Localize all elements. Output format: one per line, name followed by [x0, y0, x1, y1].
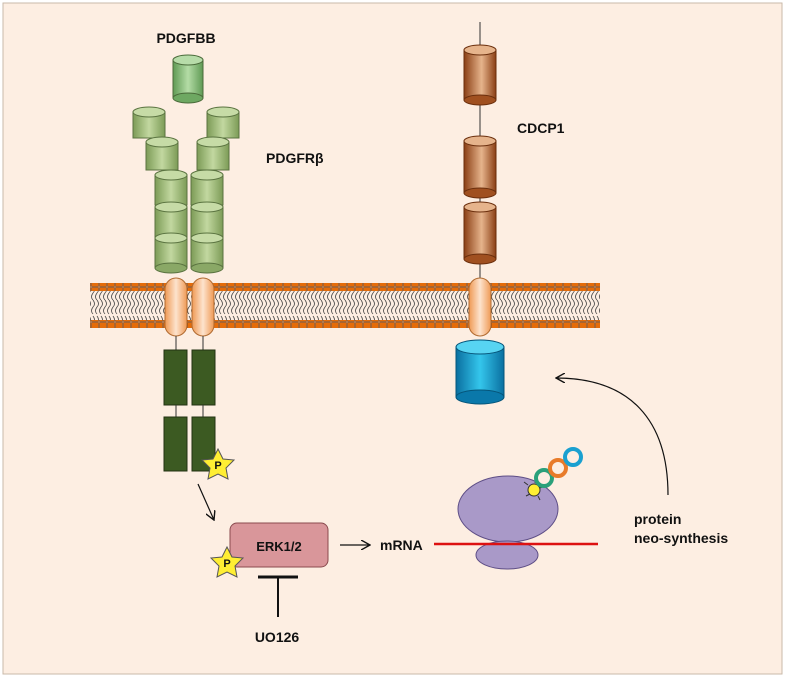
- inhibitor-label: UO126: [255, 629, 300, 645]
- receptor-right-extracellular: [190, 106, 240, 274]
- cdcp1-intracellular-domain: [455, 339, 505, 405]
- receptor-kinase-domains: [163, 336, 216, 472]
- inhibition-bar: [258, 575, 298, 617]
- synthesis-label-line2: neo-synthesis: [634, 530, 728, 546]
- activation-arrow-receptor-erk: [197, 483, 214, 520]
- receptor-phospho-label: P: [214, 460, 221, 472]
- pdgfr-beta-receptor: [132, 106, 240, 472]
- receptor-left-transmembrane: [164, 277, 188, 337]
- nascent-peptide: [523, 447, 583, 501]
- receptor-label: PDGFRβ: [266, 150, 324, 166]
- receptor-right-transmembrane: [191, 277, 215, 337]
- neo-synthesis-arrow: [556, 378, 669, 496]
- erk-phospho-star: P: [209, 545, 245, 578]
- cdcp1-domain-1: [463, 44, 497, 106]
- receptor-phospho-star: P: [200, 447, 236, 480]
- membrane-inner-heads: [90, 320, 600, 328]
- cdcp1-domain-2: [463, 135, 497, 199]
- receptor-left-extracellular: [132, 106, 188, 274]
- pdgfbb-ligand: [172, 54, 204, 104]
- mrna-label: mRNA: [380, 537, 423, 553]
- erk-label: ERK1/2: [256, 539, 302, 554]
- ligand-label: PDGFBB: [156, 30, 215, 46]
- erk-phospho-label: P: [223, 558, 230, 570]
- synthesis-label-line1: protein: [634, 511, 681, 527]
- erk-box: ERK1/2: [229, 522, 329, 568]
- cdcp1-domain-3: [463, 201, 497, 265]
- cdcp1-transmembrane: [468, 277, 492, 337]
- cdcp1-label: CDCP1: [517, 120, 565, 136]
- membrane-outer-heads: [90, 283, 600, 291]
- cdcp1-protein: [455, 22, 505, 405]
